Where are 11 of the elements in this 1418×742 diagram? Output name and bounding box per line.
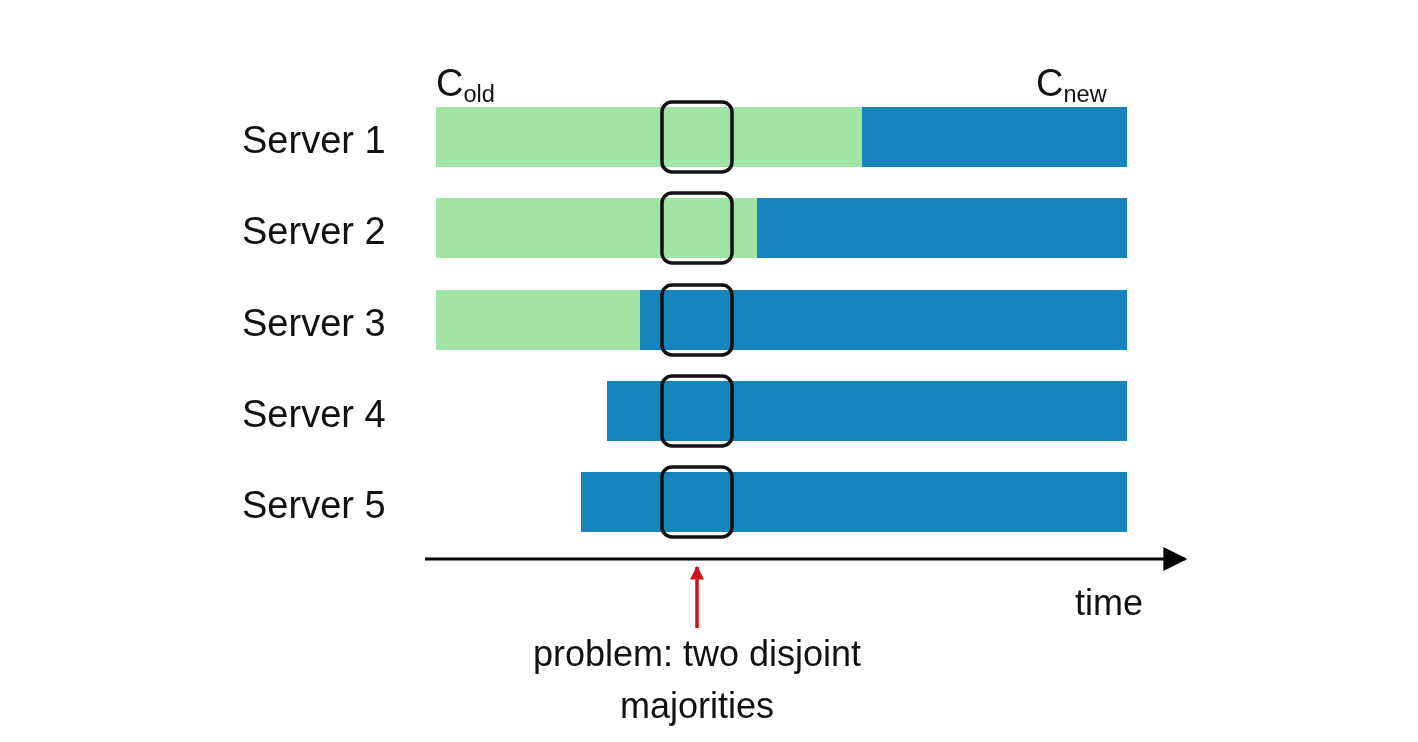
arrow	[690, 565, 704, 628]
label-text: C$_{new}$	[1036, 64, 1107, 107]
annotation-text: problem: two disjoint majorities	[527, 628, 867, 733]
label-text: Server 3	[242, 304, 386, 342]
label-text: Server 2	[242, 212, 386, 250]
label-text: C$_{old}$	[436, 64, 495, 107]
label-text: Server 1	[242, 121, 386, 159]
time-axis	[425, 547, 1188, 571]
label-text: time	[1075, 585, 1143, 621]
label-text: Server 4	[242, 395, 386, 433]
label-text: Server 5	[242, 486, 386, 524]
